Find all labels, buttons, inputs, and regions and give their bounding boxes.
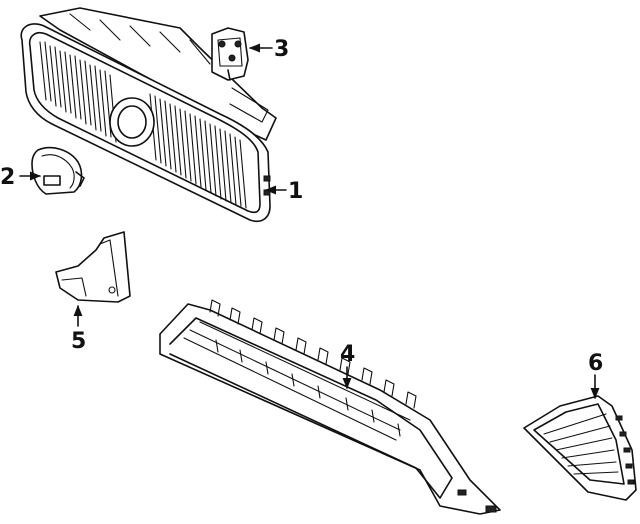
side-bracket bbox=[55, 231, 131, 303]
callout-4: 4 bbox=[340, 342, 355, 367]
grille-bracket bbox=[211, 27, 249, 81]
lower-grille bbox=[159, 299, 501, 515]
callout-1: 1 bbox=[288, 179, 303, 204]
callout-5: 5 bbox=[71, 329, 86, 354]
callout-3: 3 bbox=[274, 37, 289, 62]
side-grille-insert bbox=[523, 395, 637, 501]
leader-lines bbox=[19, 43, 600, 400]
callout-6: 6 bbox=[588, 351, 603, 376]
grille-assembly bbox=[20, 7, 277, 222]
callout-2: 2 bbox=[0, 165, 15, 190]
emblem bbox=[31, 146, 85, 195]
